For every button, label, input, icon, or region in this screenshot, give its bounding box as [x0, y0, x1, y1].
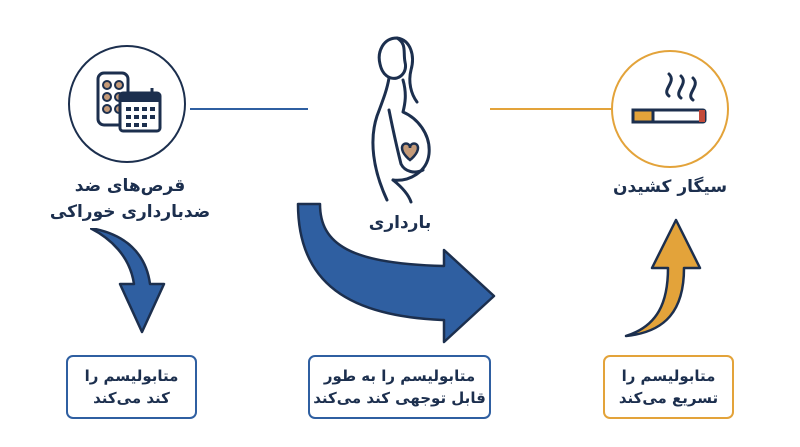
connector-line-left	[190, 108, 308, 110]
pill-result-line2: کند می‌کند	[93, 389, 170, 407]
cigarette-icon	[631, 72, 707, 124]
pill-label: قرص‌های ضد ضدبارداری خوراکی	[30, 173, 230, 225]
pregnant-woman-icon	[371, 36, 431, 204]
arrow-down-middle	[296, 202, 496, 344]
connector-line-right	[490, 108, 615, 110]
cigarette-icon-circle	[611, 50, 729, 168]
smoking-label: سیگار کشیدن	[612, 177, 728, 197]
pregnancy-result-box: متابولیسم را به طور قابل توجهی کند می‌کن…	[308, 355, 491, 419]
pregnancy-result-line1: متابولیسم را به طور	[323, 367, 476, 385]
pregnancy-result-line2: قابل توجهی کند می‌کند	[313, 389, 486, 407]
pill-calendar-icon-circle	[68, 45, 186, 163]
pill-label-line2: ضدبارداری خوراکی	[49, 202, 211, 222]
pill-calendar-icon	[96, 71, 162, 133]
pregnancy-label: بارداری	[368, 213, 432, 233]
pill-label-line1: قرص‌های ضد	[74, 176, 186, 196]
arrow-up-right	[624, 218, 702, 338]
smoking-result-line2: تسریع می‌کند	[618, 389, 719, 407]
smoking-result-line1: متابولیسم را	[621, 367, 716, 385]
arrow-down-left	[90, 228, 166, 334]
pill-result-box: متابولیسم را کند می‌کند	[66, 355, 197, 419]
pill-result-line1: متابولیسم را	[84, 367, 179, 385]
smoking-result-box: متابولیسم را تسریع می‌کند	[603, 355, 734, 419]
